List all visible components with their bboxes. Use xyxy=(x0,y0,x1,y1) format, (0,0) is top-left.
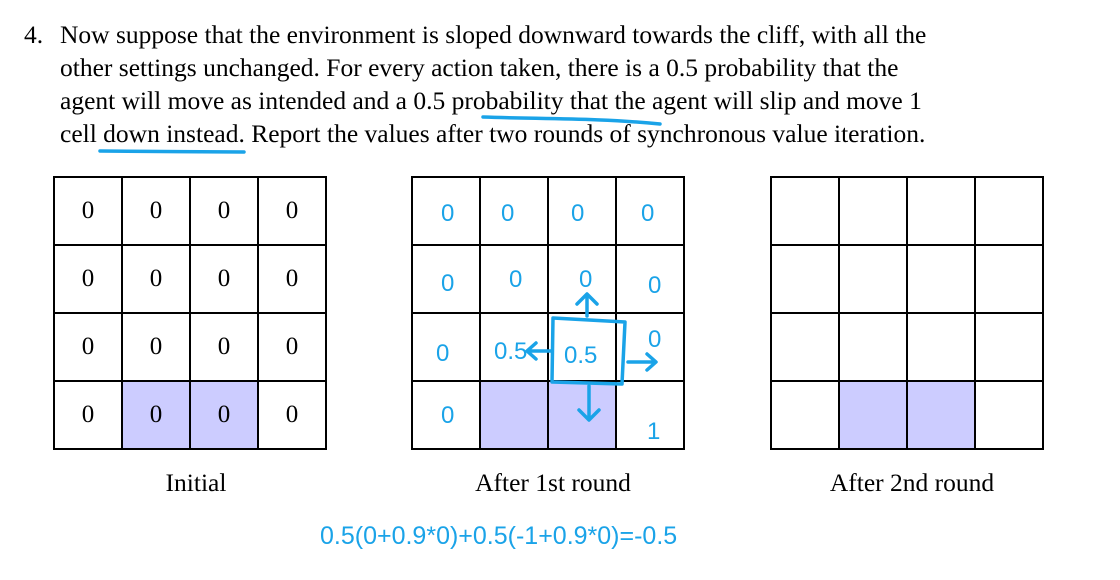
grid-cell xyxy=(770,176,840,246)
cliff-cell xyxy=(479,380,549,450)
grid-cell: 0 xyxy=(189,176,259,246)
grid-cell xyxy=(615,244,685,314)
grid-cell: 0 xyxy=(121,244,191,314)
grid-cell: 0 xyxy=(53,176,123,246)
grid-cell xyxy=(615,176,685,246)
problem-line-4: cell down instead. Report the values aft… xyxy=(60,119,926,148)
grid-cell: 0 xyxy=(53,380,123,450)
handwritten-value: 0 xyxy=(571,200,585,227)
handwritten-value: 0 xyxy=(509,266,523,293)
grid-cell: 0 xyxy=(257,244,327,314)
caption-initial: Initial xyxy=(165,468,227,497)
grid-cell xyxy=(770,380,840,450)
handwritten-value: 0 xyxy=(441,402,455,429)
handwritten-value: 0 xyxy=(648,272,662,299)
grid-cell xyxy=(974,312,1044,382)
handwritten-value: 0.5 xyxy=(494,338,528,365)
handwritten-value: 0 xyxy=(579,266,593,293)
grid-cell: 0 xyxy=(53,244,123,314)
caption-after-2nd-round: After 2nd round xyxy=(829,468,995,497)
cliff-cell xyxy=(838,380,908,450)
grid-cell: 0 xyxy=(121,176,191,246)
grid-cell xyxy=(974,244,1044,314)
handwritten-value: 0.5 xyxy=(564,342,598,369)
grid-cell xyxy=(411,312,481,382)
cliff-cell xyxy=(547,380,617,450)
grid-cell: 0 xyxy=(189,312,259,382)
grid-cell: 0 xyxy=(189,244,259,314)
grid-cell xyxy=(411,380,481,450)
underline-down-instead xyxy=(98,149,246,154)
cliff-cell xyxy=(906,380,976,450)
problem-line-2: other settings unchanged. For every acti… xyxy=(60,53,899,82)
grid-cell xyxy=(479,244,549,314)
handwritten-formula: 0.5(0+0.9*0)+0.5(-1+0.9*0)=-0.5 xyxy=(320,522,678,550)
handwritten-value: 0 xyxy=(436,340,450,367)
handwritten-value: 0 xyxy=(501,200,515,227)
handwritten-value: 0 xyxy=(441,270,455,297)
grid-cell xyxy=(479,176,549,246)
grid-cell: 0 xyxy=(53,312,123,382)
grid-cell xyxy=(615,380,685,450)
grid-cell: 0 xyxy=(257,380,327,450)
grid-cell xyxy=(838,312,908,382)
handwritten-value: 1 xyxy=(647,418,661,445)
grid-cell: 0 xyxy=(257,176,327,246)
grid-cell xyxy=(411,244,481,314)
grid-cell xyxy=(838,244,908,314)
grid-cell: 0 xyxy=(257,312,327,382)
handwritten-value: 0 xyxy=(641,200,655,227)
grid-cell xyxy=(974,380,1044,450)
cliff-cell: 0 xyxy=(189,380,259,450)
problem-line-3: agent will move as intended and a 0.5 pr… xyxy=(60,86,922,115)
grid-initial: 0 0 0 0 0 0 0 0 0 0 0 0 0 0 0 0 xyxy=(53,176,327,450)
caption-after-1st-round: After 1st round xyxy=(475,468,631,497)
handwritten-value: 0 xyxy=(648,326,662,353)
grid-cell xyxy=(906,244,976,314)
grid-cell xyxy=(838,176,908,246)
grid-cell xyxy=(906,176,976,246)
grid-cell xyxy=(411,176,481,246)
grid-cell xyxy=(547,176,617,246)
grid-after-2nd-round xyxy=(770,176,1044,450)
grid-cell xyxy=(974,176,1044,246)
grid-cell: 0 xyxy=(121,312,191,382)
cliff-cell: 0 xyxy=(121,380,191,450)
problem-number: 4. xyxy=(24,20,44,49)
handwritten-value: 0 xyxy=(441,200,455,227)
grid-cell xyxy=(770,312,840,382)
grid-cell xyxy=(770,244,840,314)
problem-line-1: Now suppose that the environment is slop… xyxy=(60,20,927,49)
grid-cell xyxy=(906,312,976,382)
